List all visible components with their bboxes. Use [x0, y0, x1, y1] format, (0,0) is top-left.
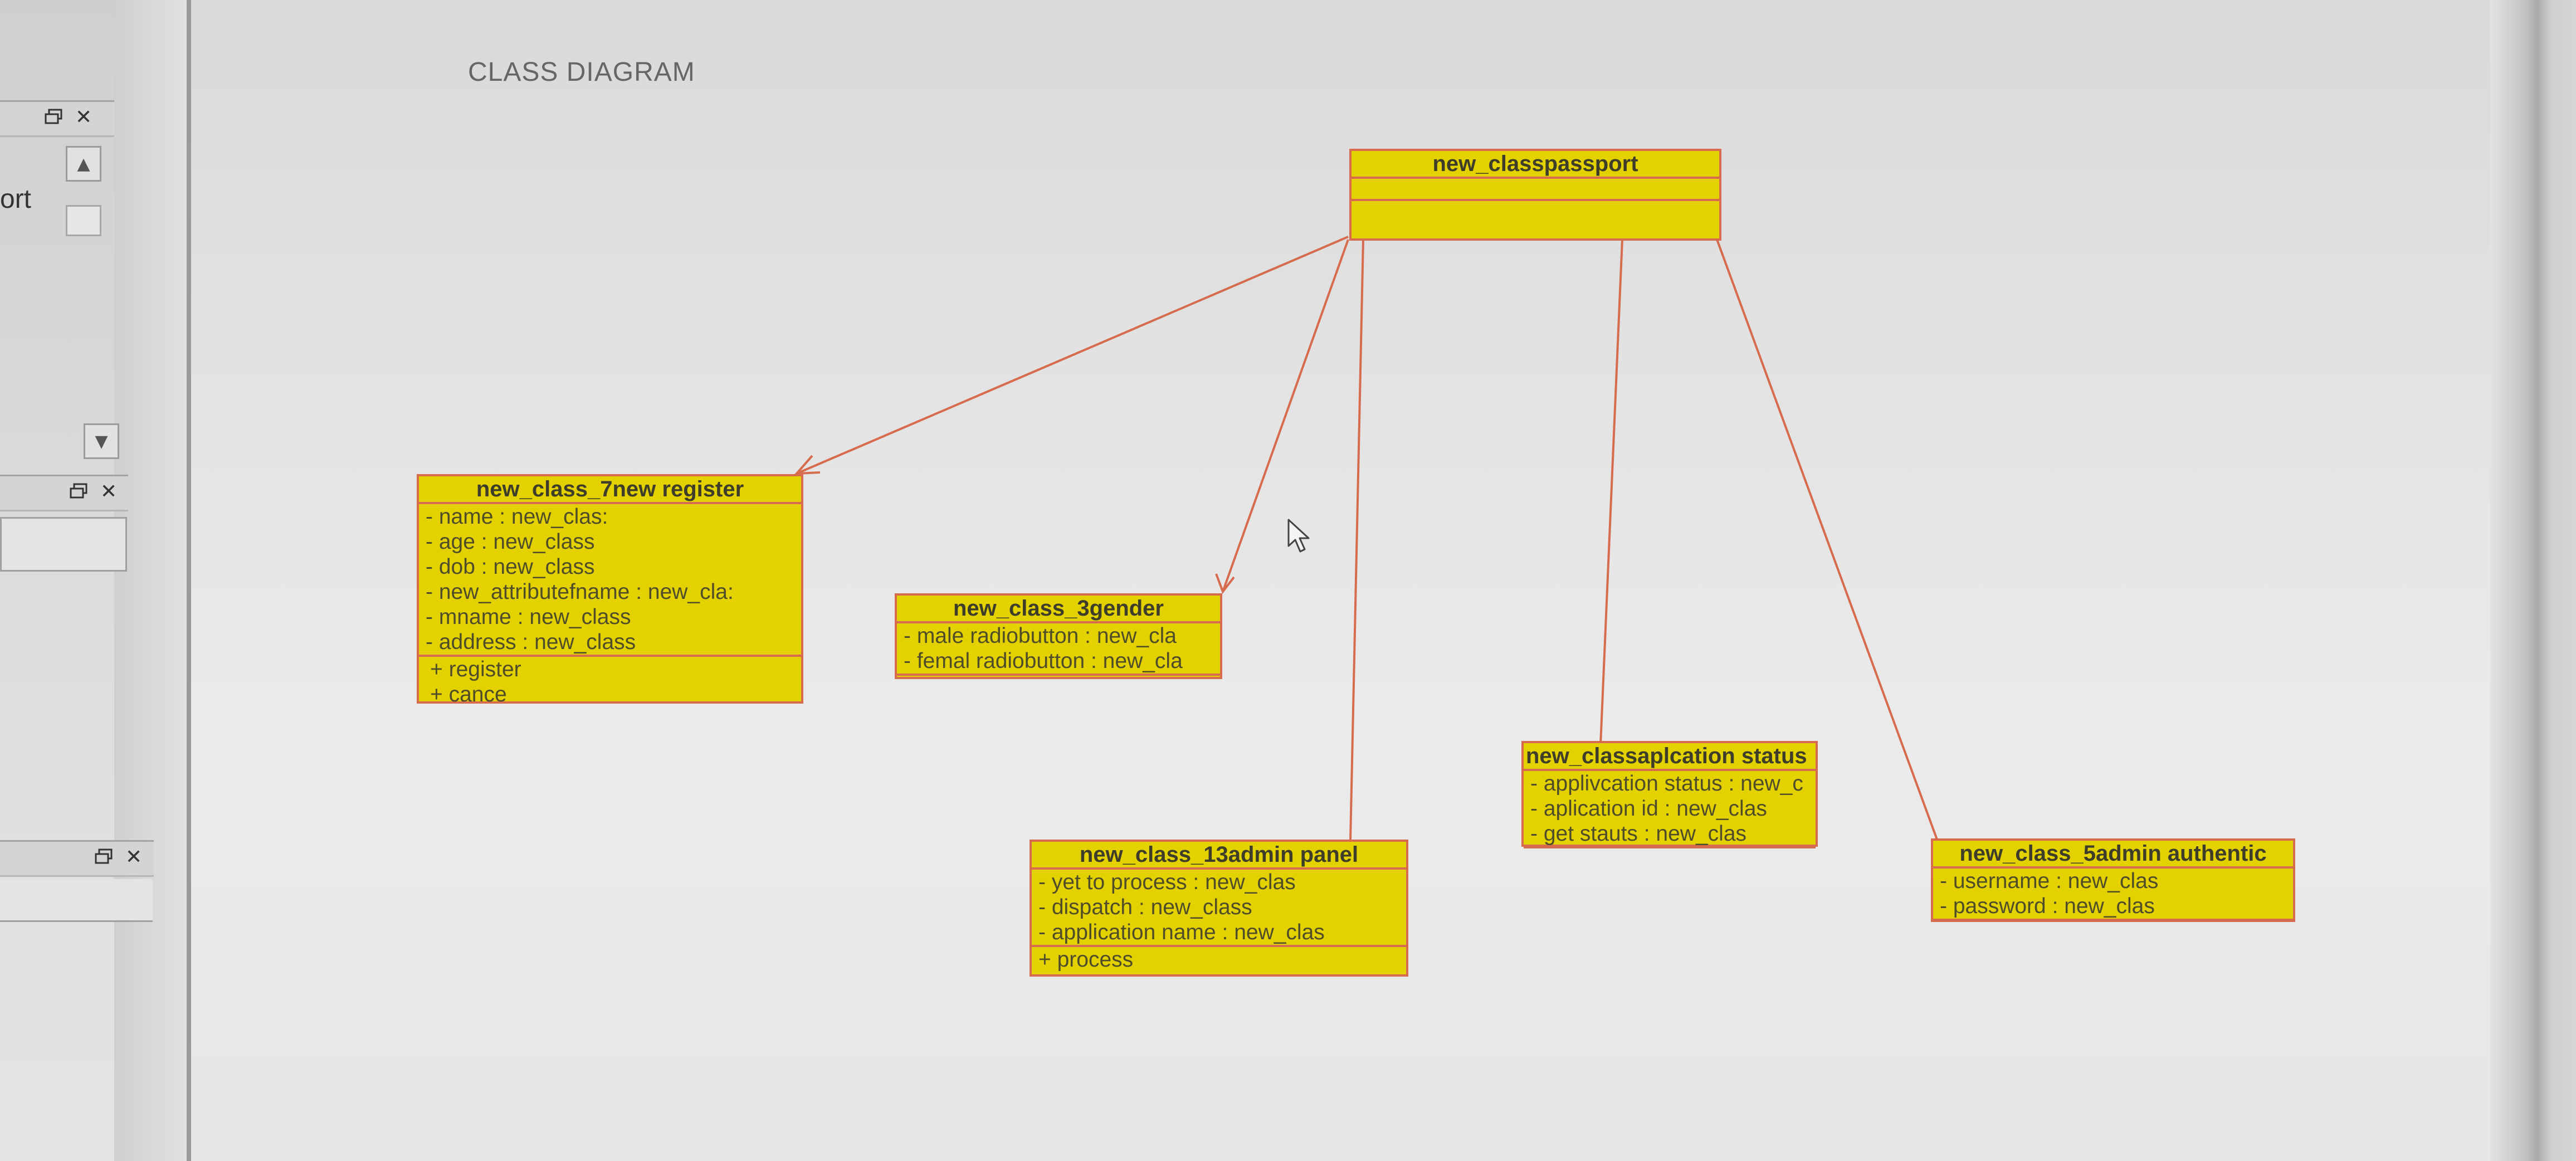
class-register[interactable]: new_class_7new register - name : new_cla… [417, 474, 803, 707]
panel-header-1: ✕ [0, 100, 114, 137]
scroll-up-button[interactable]: ▲ [66, 146, 101, 182]
arrow-down-icon: ▼ [95, 431, 108, 451]
attribute-row[interactable]: - male radiobutton : new_cla [904, 624, 1177, 648]
class-attributes: - male radiobutton : new_cla - femal rad… [897, 623, 1220, 676]
line-passport-admin-panel[interactable] [1349, 239, 1364, 841]
class-application-status[interactable]: new_classaplcation status - applivcation… [1521, 741, 1818, 848]
scroll-down-button[interactable]: ▼ [84, 423, 119, 459]
class-operations: + register + cance [419, 657, 801, 707]
close-icon[interactable]: ✕ [100, 480, 118, 503]
attribute-row[interactable]: - mname : new_class [426, 605, 631, 629]
attribute-row[interactable]: - new_attributefname : new_cla: [426, 580, 734, 604]
attribute-row[interactable]: - application name : new_clas [1038, 920, 1325, 944]
panel-header-3: ✕ [0, 840, 154, 877]
arrowhead-gender [1215, 573, 1235, 594]
class-operations [897, 676, 1220, 681]
line-passport-gender[interactable] [1222, 239, 1349, 592]
line-passport-admin-authentic[interactable] [1716, 239, 1940, 845]
attribute-row[interactable]: - femal radiobutton : new_cla [904, 649, 1183, 673]
panel-header-2: ✕ [0, 475, 128, 511]
class-attributes: - name : new_clas: - age : new_class - d… [419, 504, 801, 657]
class-admin-panel[interactable]: new_class_13admin panel - yet to process… [1030, 840, 1408, 977]
restore-window-icon[interactable] [95, 848, 114, 865]
line-passport-application-status[interactable] [1599, 239, 1623, 745]
class-name: new_class_3gender [897, 596, 1220, 623]
attribute-row[interactable]: - yet to process : new_clas [1038, 870, 1296, 894]
line-passport-register[interactable] [796, 236, 1349, 475]
mouse-pointer-icon [1287, 519, 1310, 553]
attribute-row[interactable]: - dispatch : new_class [1038, 895, 1252, 919]
class-operations: + process [1032, 947, 1406, 972]
panel-partial-label: ort [0, 184, 32, 214]
attribute-row[interactable]: - age : new_class [426, 530, 595, 554]
class-attributes: - username : new_clas - password : new_c… [1933, 869, 2293, 921]
restore-window-icon[interactable] [45, 109, 64, 125]
class-attributes [1352, 179, 1719, 201]
class-attributes: - yet to process : new_clas - dispatch :… [1032, 870, 1406, 947]
class-operations [1933, 921, 2293, 926]
attribute-row[interactable]: - applivcation status : new_c [1530, 772, 1803, 796]
operation-row[interactable]: + register [430, 657, 521, 681]
class-name: new_class_7new register [419, 476, 801, 504]
operation-row[interactable]: + cance [430, 682, 507, 706]
class-name: new_classaplcation status [1524, 743, 1816, 771]
scrollbar-thumb[interactable] [66, 205, 101, 236]
attribute-row[interactable]: - aplication id : new_clas [1530, 797, 1767, 821]
class-attributes: - applivcation status : new_c - aplicati… [1524, 771, 1816, 848]
arrowhead-register [794, 455, 821, 475]
operation-row[interactable]: + process [1038, 948, 1134, 972]
arrow-up-icon: ▲ [77, 154, 90, 174]
close-icon[interactable]: ✕ [75, 106, 92, 129]
attribute-row[interactable]: - username : new_clas [1940, 869, 2159, 893]
panel-list-area[interactable] [0, 879, 153, 922]
class-name: new_class_5admin authentic [1933, 841, 2293, 869]
class-passport[interactable]: new_classpassport [1349, 149, 1721, 241]
diagram-title: CLASS DIAGRAM [468, 57, 695, 87]
attribute-row[interactable]: - address : new_class [426, 630, 636, 654]
class-admin-authentic[interactable]: new_class_5admin authentic - username : … [1931, 838, 2295, 922]
attribute-row[interactable]: - dob : new_class [426, 555, 595, 579]
class-operations [1524, 848, 1816, 854]
class-operations [1352, 201, 1719, 221]
left-dock-panel-edge [114, 0, 191, 1161]
class-name: new_classpassport [1352, 151, 1719, 179]
restore-window-icon[interactable] [70, 483, 89, 500]
attribute-row[interactable]: - get stauts : new_clas [1530, 822, 1747, 846]
panel-input-field[interactable] [0, 517, 127, 572]
attribute-row[interactable]: - name : new_clas: [426, 505, 608, 529]
attribute-row[interactable]: - password : new_clas [1940, 894, 2155, 918]
class-gender[interactable]: new_class_3gender - male radiobutton : n… [895, 593, 1222, 679]
class-name: new_class_13admin panel [1032, 842, 1406, 870]
right-window-edge [2490, 0, 2576, 1161]
close-icon[interactable]: ✕ [125, 846, 143, 869]
